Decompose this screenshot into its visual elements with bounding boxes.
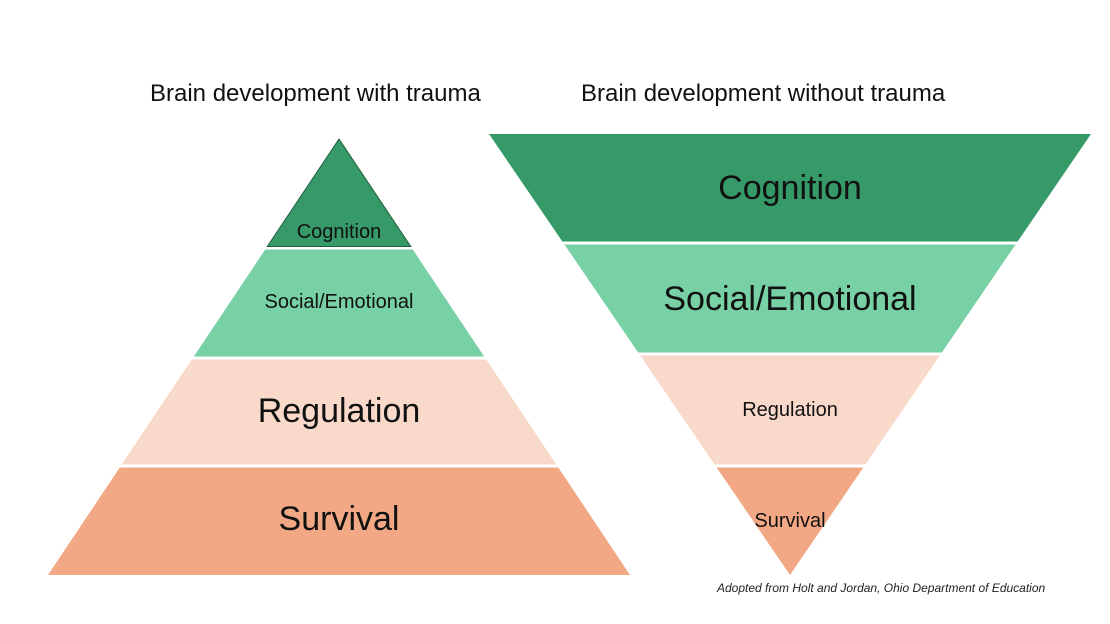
right-layer-regulation [640, 355, 940, 465]
left-layer-social-emotional [193, 249, 485, 357]
left-label-regulation: Regulation [258, 392, 421, 430]
left-label-social-emotional: Social/Emotional [265, 291, 414, 313]
left-layer-regulation [121, 359, 557, 465]
right-layer-social-emotional [564, 244, 1016, 353]
left-layer-survival [48, 467, 630, 575]
left-label-cognition: Cognition [297, 221, 382, 243]
right-layer-cognition [489, 134, 1091, 242]
right-diagram-title: Brain development without trauma [581, 80, 946, 107]
left-diagram-title: Brain development with trauma [150, 80, 481, 107]
right-label-regulation: Regulation [742, 399, 838, 421]
left-layer-cognition [266, 138, 412, 247]
right-label-cognition: Cognition [718, 169, 862, 207]
right-layer-survival [716, 467, 864, 575]
right-label-survival: Survival [754, 510, 825, 532]
source-caption: Adopted from Holt and Jordan, Ohio Depar… [717, 581, 1046, 595]
left-label-survival: Survival [279, 500, 400, 538]
right-label-social-emotional: Social/Emotional [663, 280, 916, 318]
